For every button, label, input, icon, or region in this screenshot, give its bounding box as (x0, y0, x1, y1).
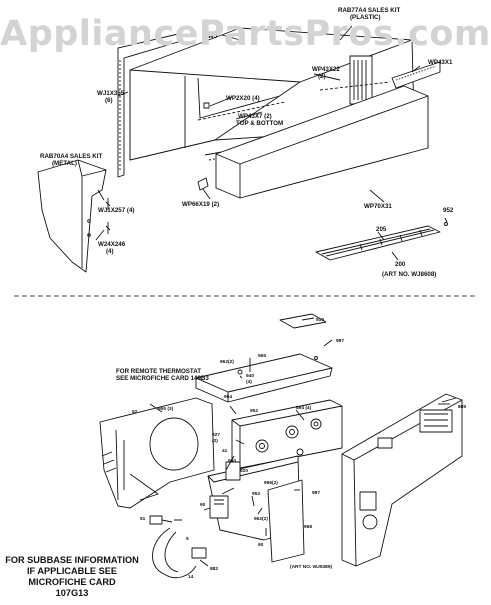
part-910: 910 (316, 317, 324, 323)
part-953: 953 (252, 491, 260, 497)
part-882: 882 (210, 566, 218, 572)
part-wj1x355-qty: (6) (105, 97, 113, 104)
part-565: 565 (258, 353, 266, 359)
part-wj-partial: WJ (208, 33, 218, 40)
part-996: 996(2) (264, 480, 278, 486)
part-960: 960 (228, 458, 236, 464)
subbase-note-line1: FOR SUBBASE INFORMATION (5, 555, 139, 565)
part-885: 885 (458, 404, 466, 410)
part-962: 962(2) (220, 359, 234, 365)
part-968: 968 (304, 524, 312, 530)
subbase-note-line3: MICROFICHE CARD (28, 577, 116, 587)
part-920: 920 (240, 468, 248, 474)
part-wp66x19: WP66X19 (2) (182, 201, 219, 208)
part-14: 14 (188, 574, 194, 580)
part-w24x246-qty: (4) (106, 248, 114, 255)
kit-metal-line2: (METAL) (52, 160, 77, 167)
part-955: 955 (3) (158, 406, 174, 412)
part-894: 894 (4) (296, 405, 312, 411)
art-number-top: (ART NO. WJ8608) (382, 271, 436, 278)
part-927: 927 (212, 432, 220, 438)
part-987b: 987 (312, 490, 320, 496)
part-5: 5 (186, 536, 189, 542)
watermark: AppliancePartsPros.com (0, 14, 491, 54)
part-927-qty: (2) (212, 438, 218, 444)
part-952: 952 (443, 207, 454, 214)
kit-plastic-line2: (PLASTIC) (350, 14, 381, 21)
part-wp43x1: WP43X1 (428, 59, 453, 66)
part-51: 51 (140, 516, 146, 522)
part-41: 41 (222, 448, 228, 454)
part-52: 52 (132, 409, 138, 415)
part-940: 940 (246, 373, 254, 379)
subbase-note-line4: 107G13 (56, 588, 89, 598)
part-952b: 952 (250, 408, 258, 414)
part-wj1x257: WJ1X257 (4) (98, 207, 134, 214)
part-wp43x7-note: TOP & BOTTOM (236, 120, 283, 127)
part-940-qty: (4) (246, 379, 252, 385)
part-962b: 962(2) (254, 516, 268, 522)
art-number-bottom: (ART NO. WJ9389) (290, 564, 333, 570)
part-90: 90 (200, 502, 206, 508)
part-wp43x22: WP43X22 (312, 66, 340, 73)
part-w24x246: W24X246 (98, 241, 126, 248)
part-205: 205 (376, 226, 387, 233)
part-60: 60 (258, 542, 264, 548)
remote-note-line2: SEE MICROFICHE CARD 149B3 (116, 375, 209, 382)
part-wp70x31: WP70X31 (364, 203, 392, 210)
kit-metal-line1: RAB70A4 SALES KIT (40, 153, 102, 160)
subbase-note-line2: IF APPLICABLE SEE (27, 566, 117, 576)
part-954: 954 (224, 394, 232, 400)
kit-plastic-line1: RAB77A4 SALES KIT (338, 7, 400, 14)
part-wj1x355: WJ1X355 (97, 90, 125, 97)
remote-note-line1: FOR REMOTE THERMOSTAT (116, 368, 201, 375)
part-wp43x7: WP43X7 (2) (238, 113, 272, 120)
part-wp43x22-qty: (2) (318, 73, 326, 80)
part-200: 200 (395, 261, 406, 268)
part-987a: 987 (336, 338, 344, 344)
part-wp2x20: WP2X20 (4) (226, 95, 260, 102)
